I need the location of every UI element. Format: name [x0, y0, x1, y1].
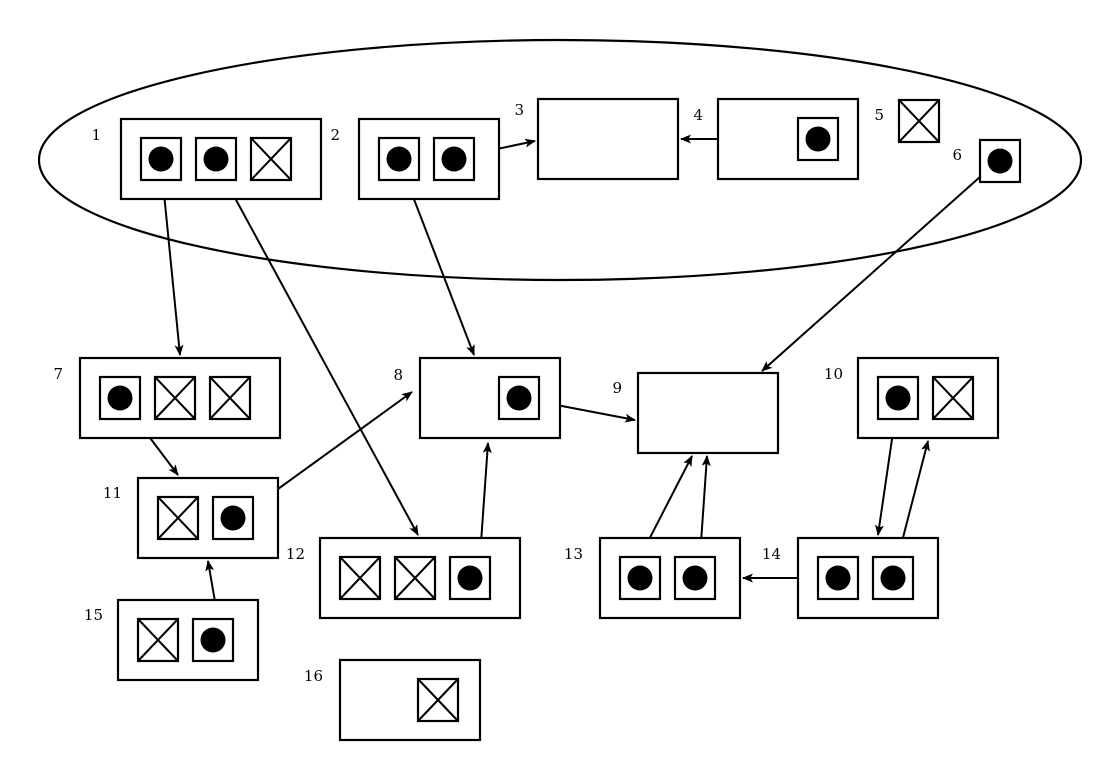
node-6[interactable]: 6 — [952, 138, 1022, 184]
node-1[interactable]: 1 — [91, 117, 323, 201]
node-9[interactable]: 9 — [612, 371, 780, 455]
node-15[interactable]: 15 — [84, 598, 260, 682]
node-4-label: 4 — [693, 106, 703, 124]
node-14[interactable]: 14 — [762, 536, 940, 620]
node-12-cell-2-cross-icon-b — [394, 556, 436, 600]
node-15-cell-2-dot-icon — [200, 627, 226, 653]
node-11[interactable]: 11 — [103, 476, 280, 560]
node-8-cell-1-dot-icon — [506, 385, 532, 411]
node-13[interactable]: 13 — [564, 536, 742, 620]
node-7-cell-2-cross-icon-b — [154, 376, 196, 420]
edge-6-to-9 — [761, 159, 1000, 372]
node-8[interactable]: 8 — [393, 356, 562, 440]
node-7[interactable]: 7 — [53, 356, 282, 440]
node-14-label: 14 — [762, 545, 781, 563]
group-layer — [37, 38, 1083, 282]
node-15-label: 15 — [84, 606, 103, 624]
node-11-cell-2-dot-icon — [220, 505, 246, 531]
node-14-cell-1-dot-icon — [825, 565, 851, 591]
node-5[interactable]: 5 — [874, 98, 941, 144]
node-6-label: 6 — [952, 146, 962, 164]
node-10-cell-1-dot-icon — [885, 385, 911, 411]
node-2-cell-1-filled[interactable] — [377, 136, 421, 182]
node-12[interactable]: 12 — [286, 536, 522, 620]
top-group-ellipse — [37, 38, 1083, 282]
node-12-cell-1-cross-icon-b — [339, 556, 381, 600]
node-4-cell-1-dot-icon — [805, 126, 831, 152]
node-3-box[interactable] — [536, 97, 680, 181]
node-3[interactable]: 3 — [514, 97, 680, 181]
node-16-cell-1-cross-icon-b — [417, 678, 459, 722]
node-2-cell-2-dot-icon — [441, 146, 467, 172]
node-11-label: 11 — [103, 484, 122, 502]
node-5-label: 5 — [874, 106, 884, 124]
node-12-label: 12 — [286, 545, 305, 563]
node-12-cell-3-dot-icon — [457, 565, 483, 591]
node-2-cell-1-dot-icon — [386, 146, 412, 172]
node-10-cell-2-cross-icon-b — [932, 376, 974, 420]
node-16-label: 16 — [304, 667, 323, 685]
node-11-cell-2-filled[interactable] — [211, 495, 255, 541]
node-5-cell-1-cross-icon-b — [898, 99, 940, 143]
node-1-cell-1-dot-icon — [148, 146, 174, 172]
node-9-box[interactable] — [636, 371, 780, 455]
node-4[interactable]: 4 — [693, 97, 860, 181]
node-7-cell-3-cross-icon-b — [209, 376, 251, 420]
node-7-cell-1-dot-icon — [107, 385, 133, 411]
node-14-cell-2-dot-icon — [880, 565, 906, 591]
node-9-label: 9 — [612, 379, 622, 397]
edge-1c2-to-12 — [215, 162, 419, 536]
node-1-label: 1 — [91, 126, 101, 144]
node-12-cell-3-filled[interactable] — [448, 555, 492, 601]
node-2-label: 2 — [330, 126, 340, 144]
node-15-cell-1-cross-icon-b — [137, 618, 179, 662]
node-11-cell-1-cross-icon-b — [157, 496, 199, 540]
node-1-cell-3-cross-icon-b — [250, 137, 292, 181]
node-10-label: 10 — [824, 365, 843, 383]
node-1-cell-2-dot-icon — [203, 146, 229, 172]
node-8-label: 8 — [393, 366, 403, 384]
node-10[interactable]: 10 — [824, 356, 1000, 440]
node-13-cell-1-dot-icon — [627, 565, 653, 591]
node-3-label: 3 — [514, 101, 524, 119]
node-13-cell-2-dot-icon — [682, 565, 708, 591]
node-6-cell-1-dot-icon — [987, 148, 1013, 174]
node-7-label: 7 — [53, 365, 63, 383]
node-16[interactable]: 16 — [304, 658, 482, 742]
node-13-label: 13 — [564, 545, 583, 563]
node-2[interactable]: 2 — [330, 117, 501, 201]
